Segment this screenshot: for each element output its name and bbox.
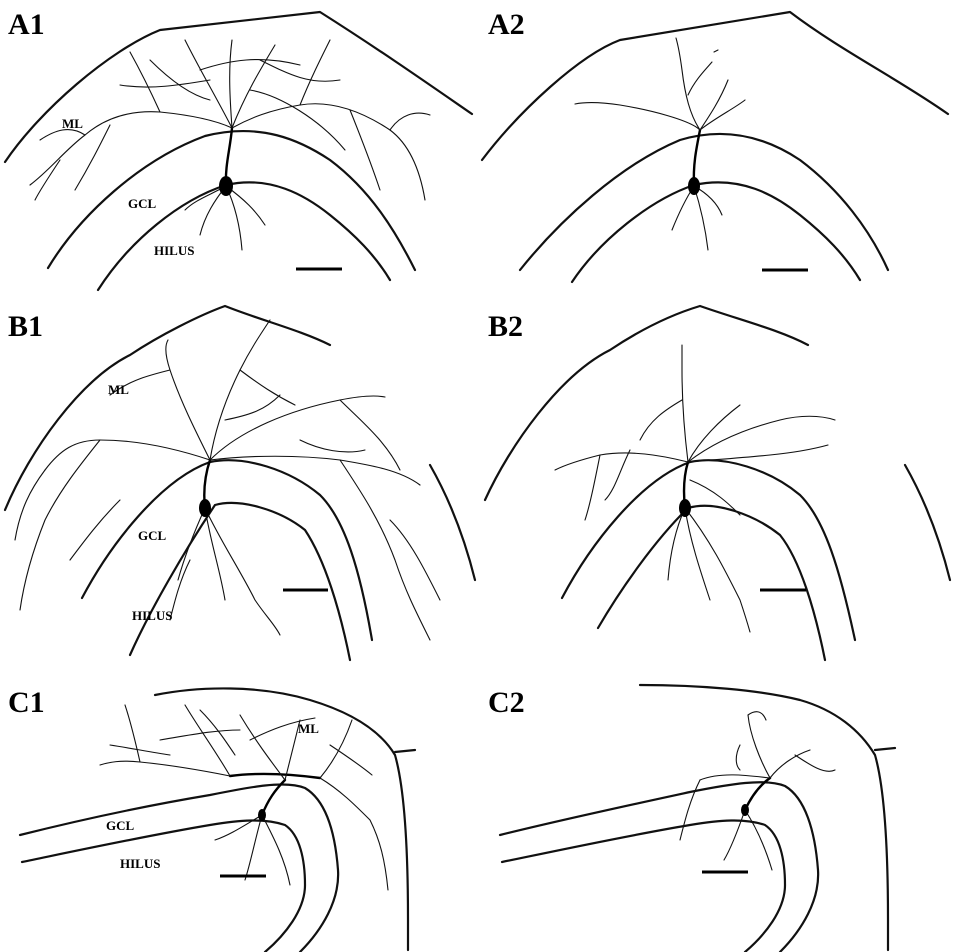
ml-edge-tick — [393, 748, 417, 754]
gcl-ml-boundary — [80, 459, 374, 642]
soma-a1 — [219, 176, 233, 196]
dendrite-tree-c1 — [99, 704, 389, 891]
hilus-gcl-boundary — [96, 181, 392, 292]
soma-c2 — [741, 804, 749, 816]
gcl-ml-boundary — [18, 783, 340, 952]
ml-outer-boundary — [480, 10, 950, 162]
hilus-gcl-boundary — [20, 819, 307, 952]
region-label-ml: ML — [62, 116, 83, 131]
dendrite-tree-a1 — [29, 39, 431, 251]
hilus-gcl-boundary — [596, 504, 827, 662]
panel-b2: B2 — [483, 304, 952, 662]
hilus-gcl-boundary — [500, 819, 787, 952]
gcl-ml-boundary — [498, 781, 820, 952]
region-label-gcl: GCL — [106, 818, 135, 833]
panel-c2: C2 — [488, 683, 897, 952]
panel-label-a2: A2 — [488, 8, 525, 41]
ml-outer-boundary — [3, 10, 474, 164]
ml-outer-boundary — [638, 683, 890, 952]
region-label-ml: ML — [108, 382, 129, 397]
panel-label-b1: B1 — [8, 310, 43, 343]
dendrite-tree-a2 — [574, 37, 746, 251]
panel-label-c1: C1 — [8, 686, 45, 719]
ml-outer-boundary — [3, 304, 332, 512]
soma-b1 — [199, 499, 211, 517]
panel-label-a1: A1 — [8, 8, 45, 41]
region-label-hilus: HILUS — [120, 856, 160, 871]
panel-b1: B1 ML GCL HIL — [3, 304, 477, 662]
region-label-hilus: HILUS — [132, 608, 172, 623]
dendrite-tree-c2 — [679, 711, 836, 871]
soma-a2 — [688, 177, 700, 195]
gcl-ml-boundary — [518, 132, 890, 272]
outer-ml-boundary-right — [428, 463, 477, 582]
region-label-gcl: GCL — [128, 196, 157, 211]
panel-label-c2: C2 — [488, 686, 525, 719]
hilus-gcl-boundary — [570, 181, 862, 284]
hilus-gcl-boundary — [128, 501, 352, 662]
panel-a2: A2 — [480, 8, 950, 284]
soma-c1 — [258, 809, 266, 821]
ml-outer-boundary — [483, 304, 810, 502]
region-label-hilus: HILUS — [154, 243, 194, 258]
panel-label-b2: B2 — [488, 310, 523, 343]
ml-outer-boundary — [153, 687, 410, 952]
gcl-ml-boundary — [46, 129, 417, 272]
outer-ml-boundary-right — [903, 463, 952, 582]
gcl-ml-boundary — [560, 459, 857, 642]
region-label-ml: ML — [298, 721, 319, 736]
panel-c1: C1 ML GCL HILUS — [8, 686, 417, 952]
soma-b2 — [679, 499, 691, 517]
region-label-gcl: GCL — [138, 528, 167, 543]
panel-a1: A1 — [3, 8, 474, 292]
dendrite-tree-b1 — [14, 319, 441, 641]
ml-edge-tick — [873, 746, 897, 752]
